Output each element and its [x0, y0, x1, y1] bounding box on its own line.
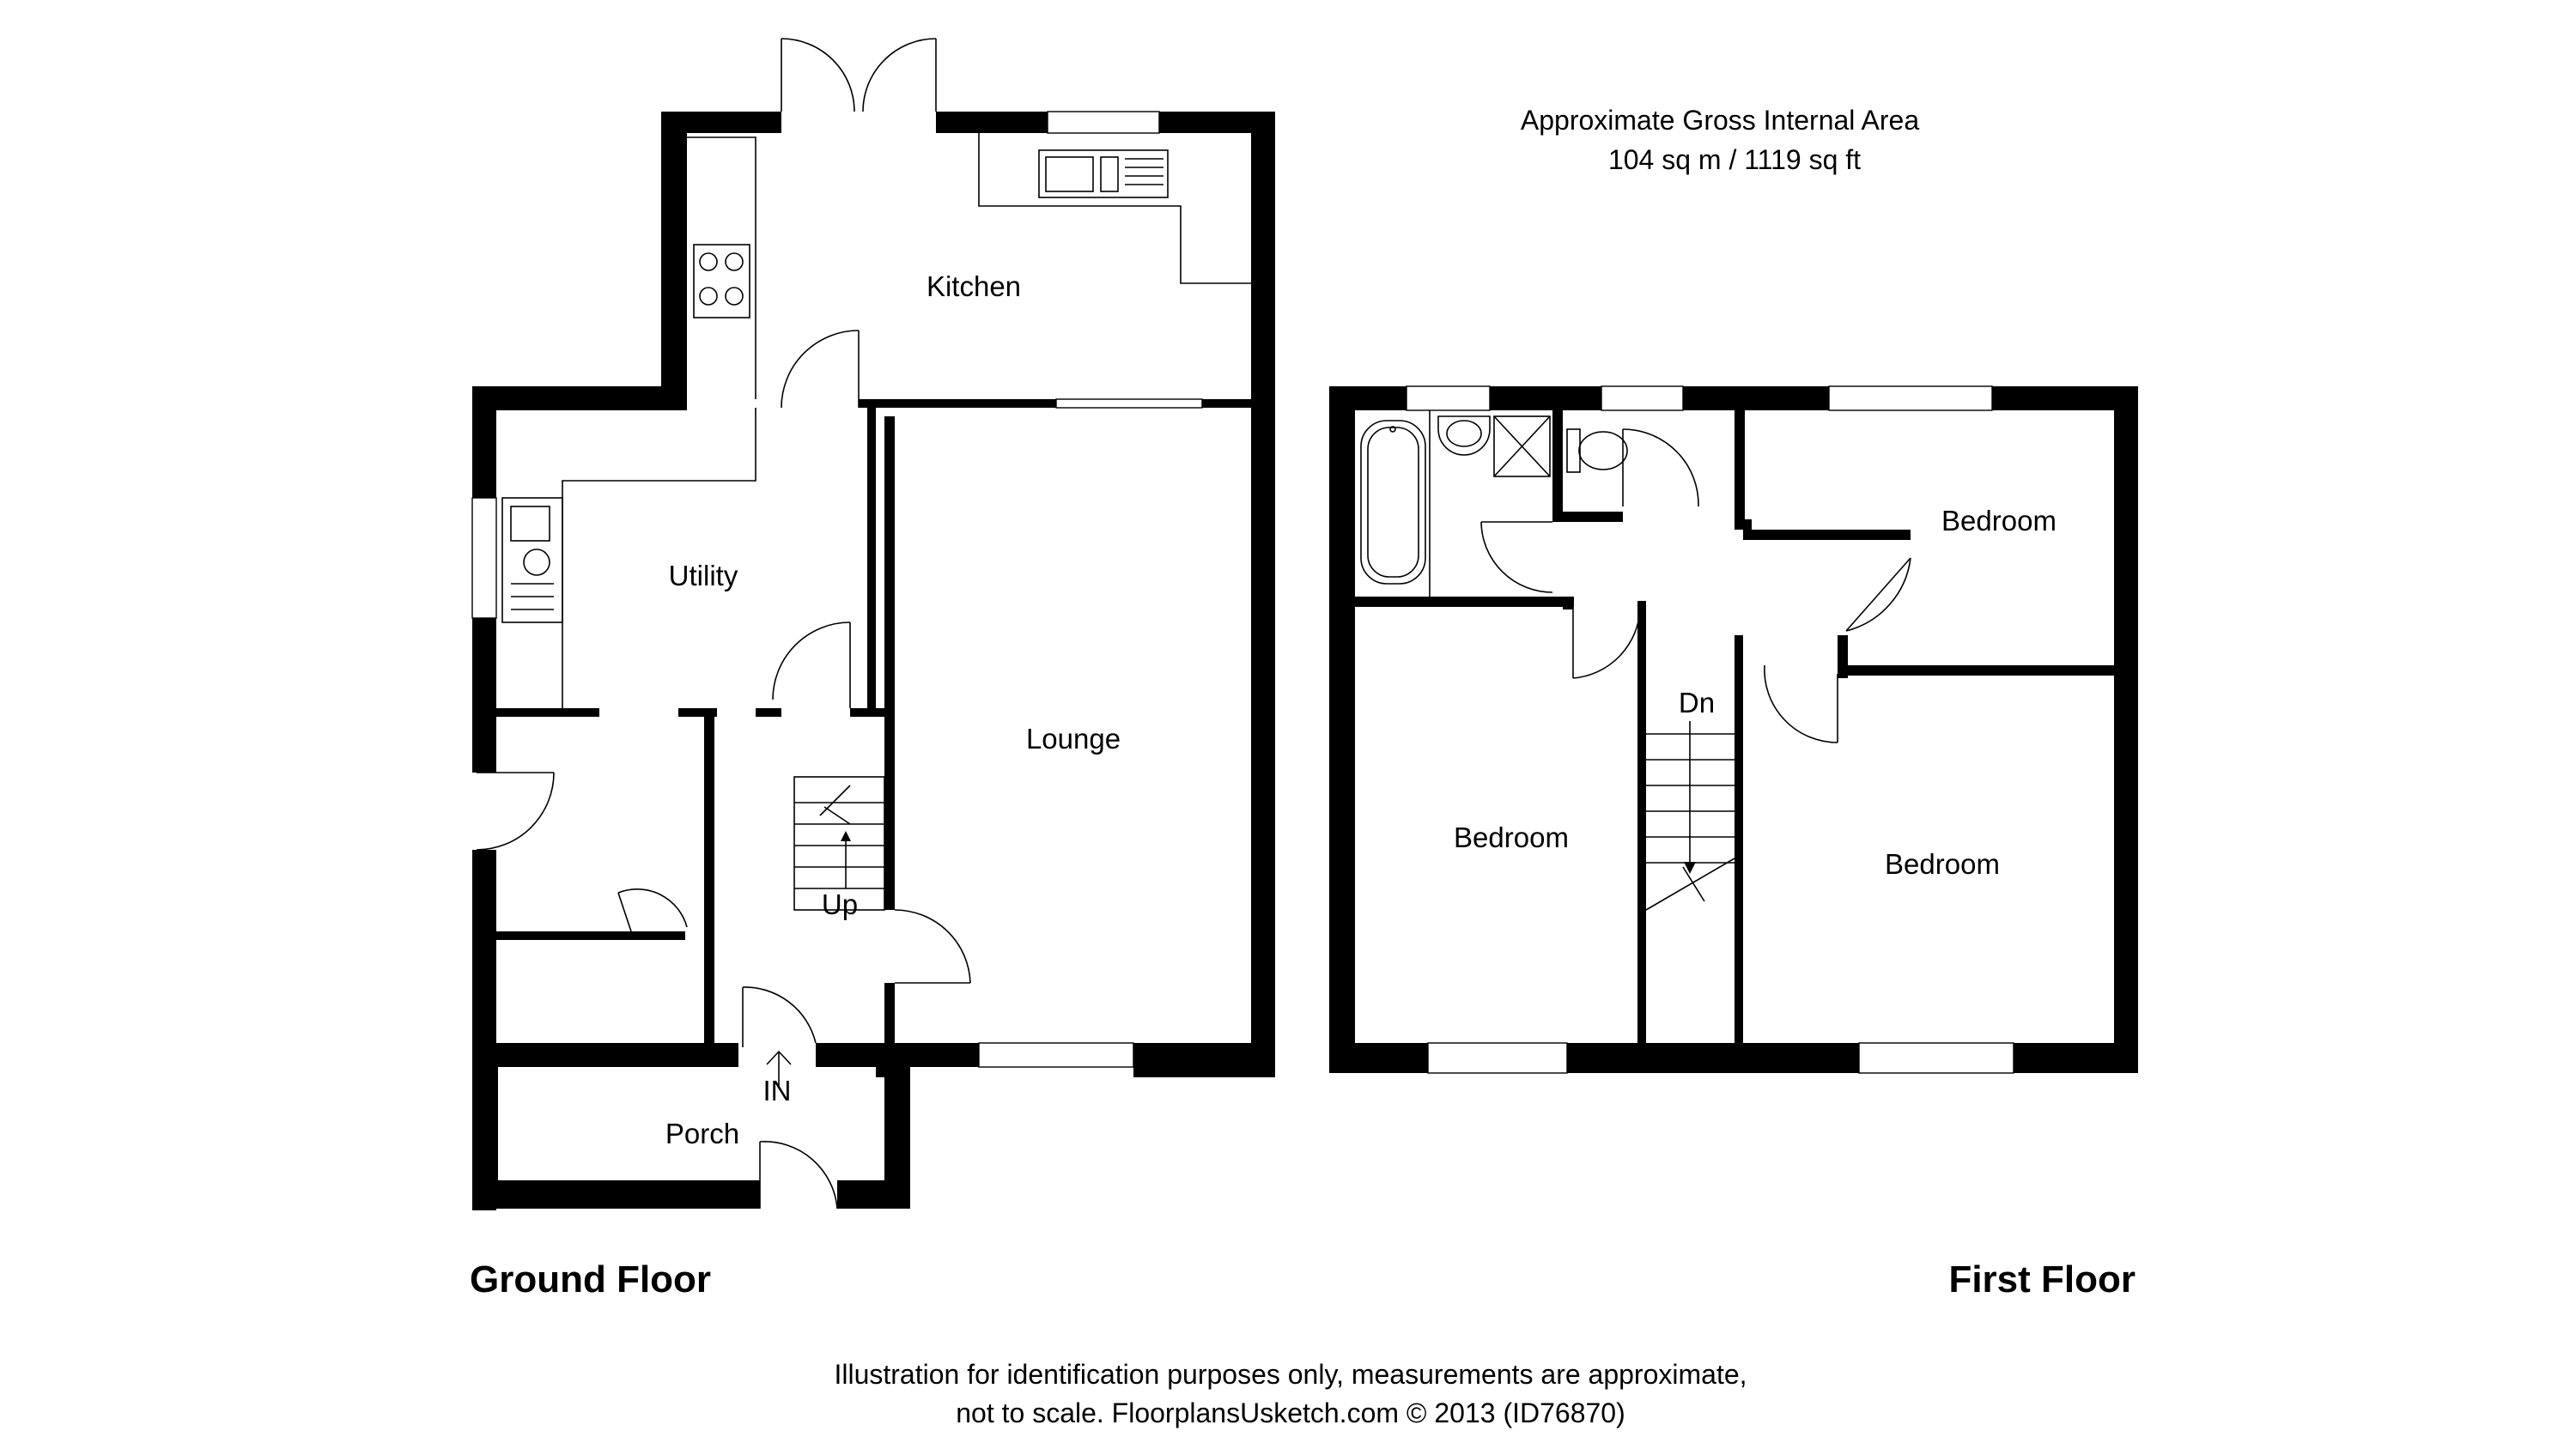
room-label-porch: Porch — [665, 1118, 739, 1149]
entrance-label: IN — [763, 1075, 792, 1107]
first-floor-stairs — [1645, 721, 1735, 911]
kitchen-french-doors — [781, 38, 937, 112]
ground-floor-doors — [476, 330, 971, 1210]
stairs-down-label: Dn — [1679, 687, 1715, 718]
utility-window — [471, 497, 497, 619]
utility-walls — [472, 386, 1254, 1210]
disclaimer-line-1: Illustration for identification purposes… — [834, 1359, 1747, 1390]
room-label-lounge: Lounge — [1026, 723, 1121, 755]
area-line-1: Approximate Gross Internal Area — [1521, 105, 1919, 136]
bathroom-window — [1406, 385, 1491, 411]
kitchen-window — [1047, 111, 1160, 134]
first-floor-plan: Bedroom Bedroom Bedroom Dn — [1329, 385, 2138, 1074]
bedroom-right-window — [1858, 1042, 2014, 1074]
bathroom-fixtures — [1360, 410, 1628, 597]
area-line-2: 104 sq m / 1119 sq ft — [1608, 144, 1861, 175]
room-label-bedroom-right: Bedroom — [1885, 848, 2000, 880]
first-floor-walls — [1329, 386, 2138, 1073]
porch-walls — [472, 1067, 910, 1209]
entrance-arrow-icon — [766, 1050, 792, 1088]
room-label-bedroom-left: Bedroom — [1454, 822, 1569, 853]
ground-floor-plan: Kitchen Utility Lounge Porch Up IN — [471, 38, 1275, 1210]
room-label-kitchen: Kitchen — [927, 270, 1021, 302]
disclaimer-line-2: not to scale. FloorplansUsketch.com © 20… — [956, 1398, 1625, 1428]
lounge-patio-window — [1055, 398, 1203, 409]
room-label-bedroom-top: Bedroom — [1941, 505, 2057, 537]
bedroom-top-window — [1828, 385, 1993, 411]
wc-window — [1601, 385, 1684, 411]
first-floor-title: First Floor — [1948, 1258, 2136, 1301]
lounge-window — [978, 1042, 1134, 1068]
ground-floor-stairs — [793, 776, 885, 911]
room-label-utility: Utility — [669, 560, 738, 591]
kitchen-walls — [661, 112, 1275, 1077]
first-floor-doors — [1480, 428, 1911, 743]
kitchen-fixtures — [687, 133, 1251, 399]
ground-floor-title: Ground Floor — [470, 1258, 711, 1301]
stairs-up-label: Up — [822, 888, 858, 920]
bedroom-left-window — [1427, 1042, 1568, 1074]
utility-fixtures — [501, 408, 756, 708]
